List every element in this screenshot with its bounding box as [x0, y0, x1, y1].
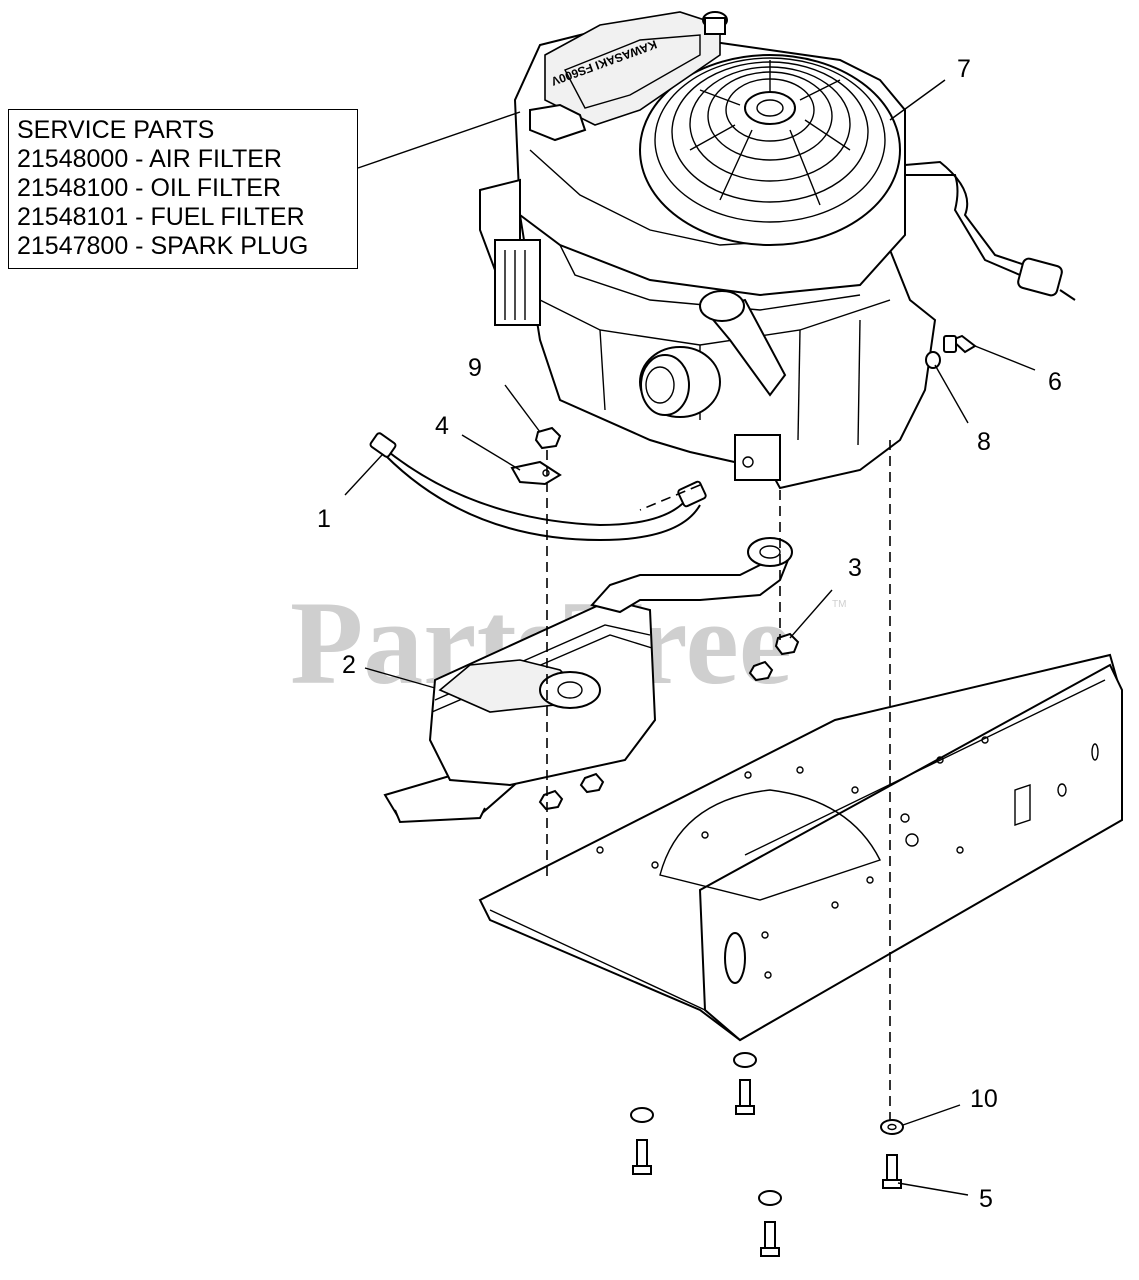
- callout-labels: 1 2 3 4 5 6 7 8 9 10: [317, 55, 1062, 1213]
- service-part-fuel-filter: 21548101 - FUEL FILTER: [17, 203, 305, 231]
- service-part-air-filter: 21548000 - AIR FILTER: [17, 145, 282, 173]
- service-parts-title: SERVICE PARTS: [17, 116, 215, 144]
- callout-1: 1: [317, 505, 331, 533]
- leader-lines: [344, 79, 1036, 1196]
- alignment-lines: [546, 440, 891, 1120]
- bolts-5[interactable]: [630, 1052, 902, 1257]
- nut-3[interactable]: [538, 632, 800, 811]
- nut-9[interactable]: [534, 426, 562, 450]
- callout-5: 5: [979, 1185, 993, 1213]
- callout-9: 9: [468, 354, 482, 382]
- callout-10: 10: [970, 1085, 998, 1113]
- bolt-6[interactable]: [943, 334, 977, 354]
- watermark-tm: TM: [832, 599, 846, 610]
- mounting-frame[interactable]: [478, 653, 1123, 1042]
- hose-1[interactable]: [369, 432, 707, 542]
- service-parts-box: SERVICE PARTS 21548000 - AIR FILTER 2154…: [8, 109, 358, 269]
- callout-4: 4: [435, 412, 449, 440]
- washer-8[interactable]: [925, 351, 941, 369]
- callout-2: 2: [342, 651, 356, 679]
- service-part-oil-filter: 21548100 - OIL FILTER: [17, 174, 282, 202]
- engine[interactable]: KAWASAKI FS600V: [479, 11, 1076, 490]
- washer-10[interactable]: [880, 1119, 904, 1135]
- callout-8: 8: [977, 428, 991, 456]
- clamp-4[interactable]: [510, 460, 562, 486]
- muffler-2[interactable]: [383, 537, 793, 824]
- service-part-spark-plug: 21547800 - SPARK PLUG: [17, 232, 309, 260]
- callout-7: 7: [957, 55, 971, 83]
- callout-6: 6: [1048, 368, 1062, 396]
- callout-3: 3: [848, 554, 862, 582]
